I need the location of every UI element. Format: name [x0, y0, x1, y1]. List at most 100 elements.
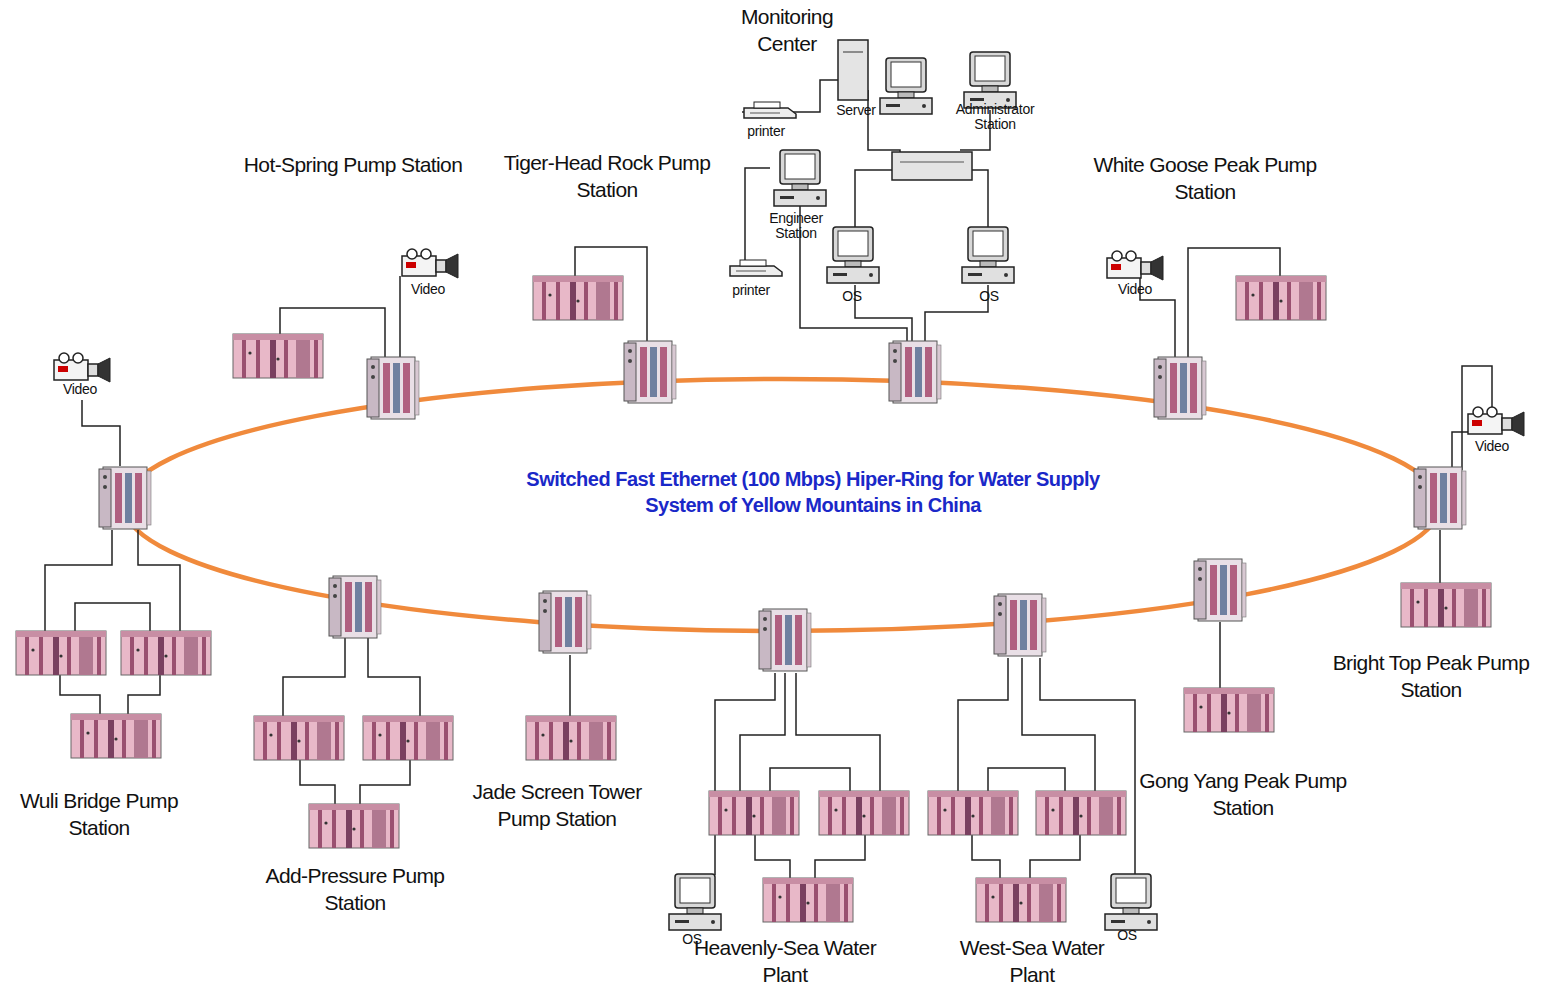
wire [75, 603, 150, 632]
wire [740, 673, 785, 792]
plc-rack [16, 631, 106, 675]
plc-rack [309, 804, 399, 848]
wire [368, 638, 420, 717]
wire [755, 835, 790, 879]
device-label: printer [731, 124, 801, 139]
ethernet-switch [759, 609, 811, 671]
ethernet-switch [994, 594, 1046, 656]
plc-rack [1236, 276, 1326, 320]
ethernet-switch [329, 576, 381, 638]
plc-rack [763, 878, 853, 922]
printer-icon [744, 102, 796, 118]
computer [827, 227, 879, 283]
computer [962, 227, 1014, 283]
printer-icon [730, 260, 782, 276]
wire [925, 285, 988, 344]
computer [880, 58, 932, 114]
diagram-title: Switched Fast Ethernet (100 Mbps) Hiper-… [503, 466, 1123, 518]
wire [1030, 835, 1080, 879]
ethernet-switch [624, 341, 676, 403]
wire [988, 768, 1065, 792]
plc-rack [709, 791, 799, 835]
wire [972, 835, 1000, 879]
device-label: printer [716, 283, 786, 298]
device-label: Video [1462, 439, 1522, 454]
station-label: Monitoring Center [712, 3, 862, 58]
device-label: Administrator Station [940, 102, 1050, 133]
plc-rack [819, 791, 909, 835]
plc-rack [71, 714, 161, 758]
device-label: Video [398, 282, 458, 297]
wire [745, 168, 770, 268]
video-camera [1468, 407, 1524, 436]
plc-rack [928, 791, 1018, 835]
wire [60, 675, 100, 715]
ethernet-switch [889, 341, 941, 403]
station-label: Hot-Spring Pump Station [243, 151, 463, 178]
station-label: Wuli Bridge Pump Station [4, 787, 194, 842]
plc-rack [121, 631, 211, 675]
ethernet-switch [1414, 467, 1466, 529]
ethernet-switch [1194, 559, 1246, 621]
wire [796, 673, 880, 792]
station-label: White Goose Peak Pump Station [1085, 151, 1325, 206]
device-label: OS [672, 932, 712, 947]
station-label: Gong Yang Peak Pump Station [1138, 767, 1348, 822]
device-label: Video [50, 382, 110, 397]
wire [815, 835, 865, 879]
ethernet-switch [539, 591, 591, 653]
ethernet-switch [99, 467, 151, 529]
wire [715, 673, 775, 875]
wire [569, 655, 571, 717]
plc-rack [1036, 791, 1126, 835]
wire [1452, 432, 1470, 470]
computer [964, 52, 1016, 108]
plc-rack [233, 334, 323, 378]
wire [1022, 658, 1095, 792]
video-camera [402, 249, 458, 278]
wire [138, 530, 180, 632]
device-label: OS [1107, 928, 1147, 943]
hub [892, 152, 972, 180]
computer [669, 874, 721, 930]
plc-rack [976, 878, 1066, 922]
wire [360, 758, 410, 805]
wire [300, 758, 335, 805]
device-label: OS [832, 289, 872, 304]
video-camera [1107, 251, 1163, 280]
station-label: Jade Screen Tower Pump Station [472, 778, 642, 833]
wire [82, 400, 120, 466]
plc-rack [1184, 688, 1274, 732]
ethernet-switch [1154, 357, 1206, 419]
station-label: West-Sea Water Plant [952, 934, 1112, 989]
wire [283, 638, 345, 717]
device-label: Engineer Station [751, 211, 841, 242]
wire [1439, 530, 1441, 584]
wire [45, 80, 1492, 879]
computer [1105, 874, 1157, 930]
ethernet-switch [367, 357, 419, 419]
hub-detail [900, 162, 964, 163]
plc-rack [363, 716, 453, 760]
plc-rack [526, 716, 616, 760]
plc-rack [1401, 583, 1491, 627]
wire [958, 658, 1008, 792]
wire [128, 675, 160, 715]
video-camera [54, 353, 110, 382]
station-label: Heavenly-Sea Water Plant [690, 934, 880, 989]
wire [770, 768, 850, 792]
wire [399, 276, 401, 360]
station-label: Add-Pressure Pump Station [260, 862, 450, 917]
wire [855, 285, 912, 344]
wire [1040, 658, 1135, 875]
device-label: Server [826, 103, 886, 118]
server-tower [838, 40, 868, 100]
device-label: OS [969, 289, 1009, 304]
wire [1219, 622, 1221, 690]
station-label: Bright Top Peak Pump Station [1326, 649, 1536, 704]
plc-rack [254, 716, 344, 760]
drawing-part [16, 52, 1524, 930]
server-detail [843, 52, 863, 53]
station-label: Tiger-Head Rock Pump Station [492, 149, 722, 204]
wire [45, 530, 112, 632]
